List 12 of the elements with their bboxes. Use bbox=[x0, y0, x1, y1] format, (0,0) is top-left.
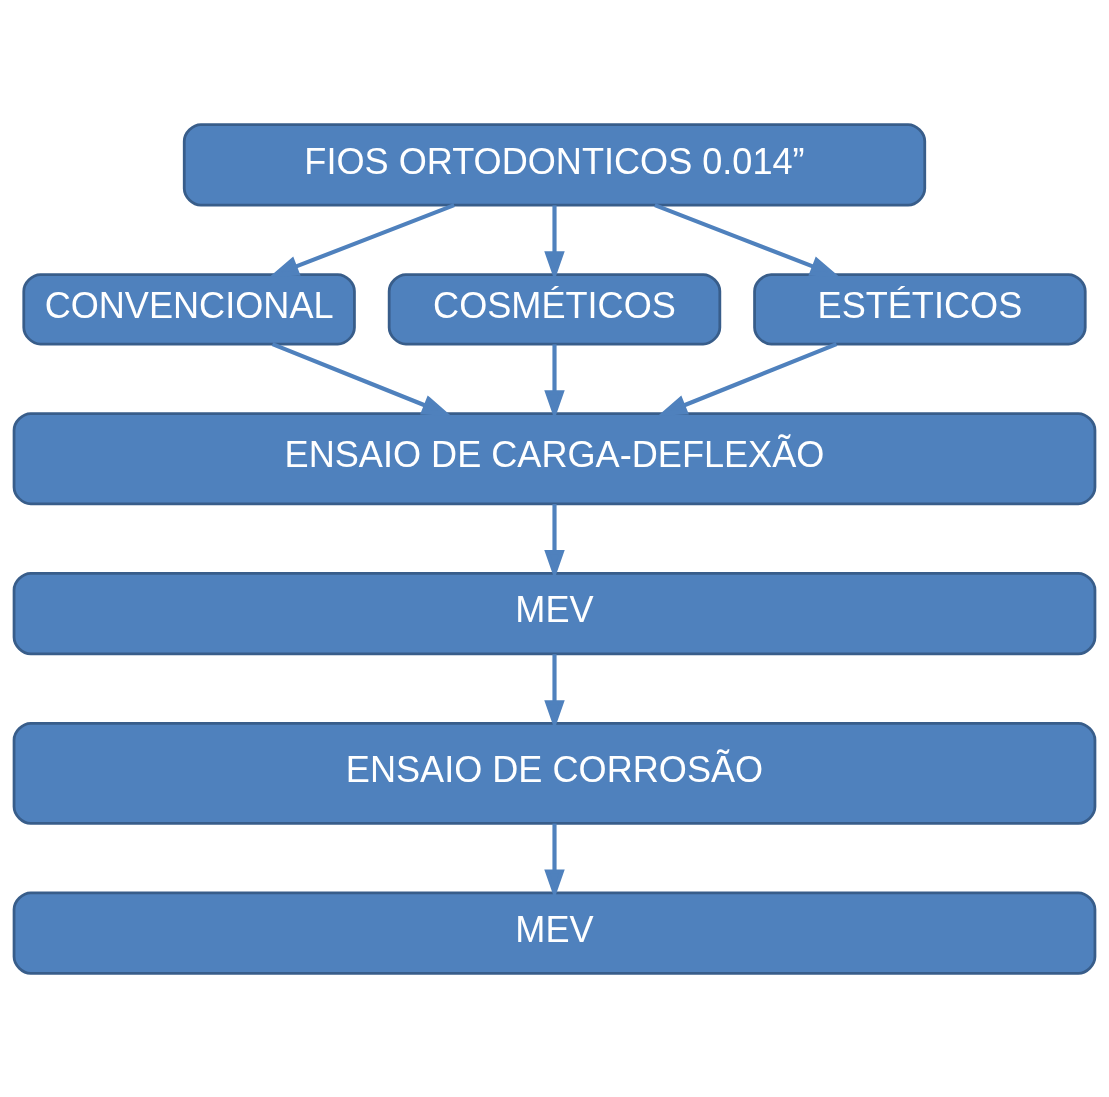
arrow bbox=[658, 341, 838, 416]
node-box: ESTÉTICOS bbox=[753, 272, 1087, 345]
node-box: FIOS ORTODONTICOS 0.014” bbox=[182, 122, 927, 207]
node-box: COSMÉTICOS bbox=[387, 272, 722, 345]
arrow bbox=[269, 202, 455, 277]
arrow bbox=[654, 202, 840, 277]
node-box: MEV bbox=[12, 571, 1097, 655]
node-box: MEV bbox=[12, 890, 1097, 975]
node-box: ENSAIO DE CORROSÃO bbox=[12, 721, 1097, 825]
node-box: ENSAIO DE CARGA-DEFLEXÃO bbox=[12, 411, 1097, 505]
arrow bbox=[271, 341, 451, 416]
node-box: CONVENCIONAL bbox=[22, 272, 356, 345]
